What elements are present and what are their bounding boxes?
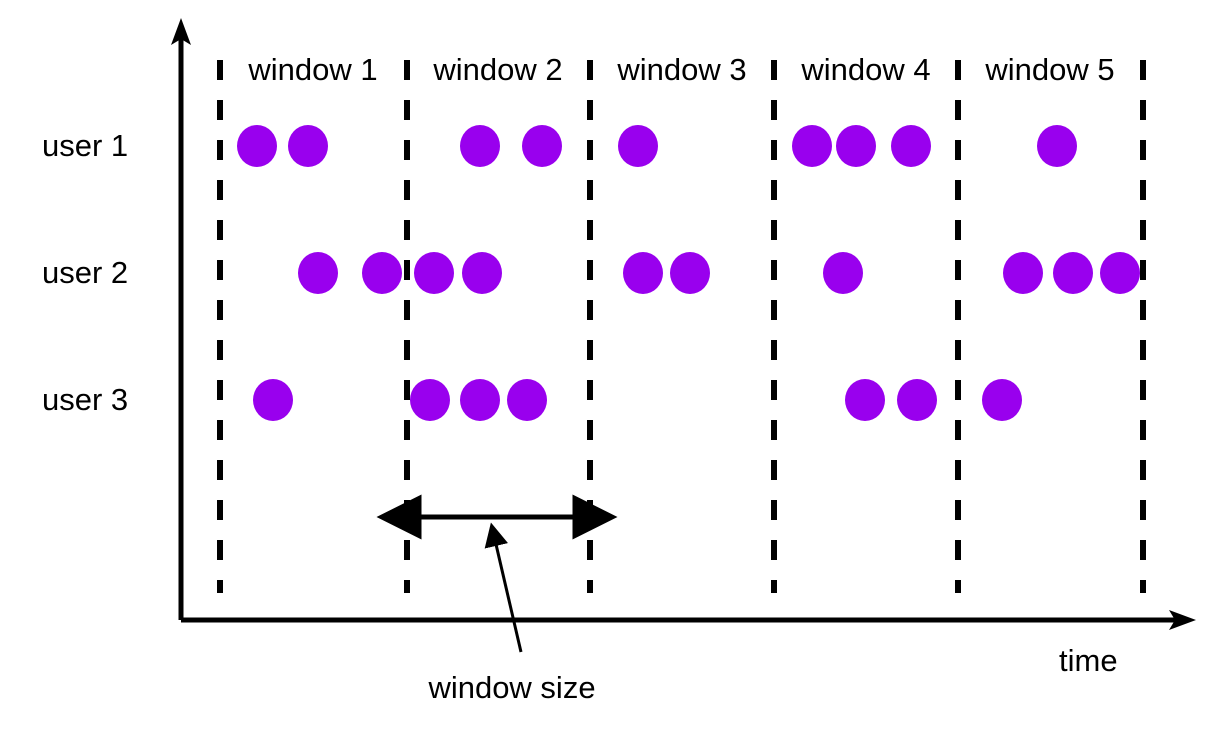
event-dot <box>362 252 402 294</box>
event-dot <box>845 379 885 421</box>
event-dot <box>462 252 502 294</box>
window-size-leader-line <box>484 522 523 653</box>
window-boundaries-group <box>217 60 1146 593</box>
event-dot <box>298 252 338 294</box>
event-dot <box>670 252 710 294</box>
event-dot <box>522 125 562 167</box>
window-label-5: window 5 <box>985 52 1115 87</box>
window-label-1: window 1 <box>248 52 378 87</box>
event-dot <box>460 125 500 167</box>
window-label-2: window 2 <box>433 52 563 87</box>
event-dot <box>288 125 328 167</box>
window-size-annotation <box>376 494 618 653</box>
event-dot <box>507 379 547 421</box>
event-dot <box>1037 125 1077 167</box>
event-dot <box>414 252 454 294</box>
window-label-4: window 4 <box>801 52 931 87</box>
event-dot <box>1053 252 1093 294</box>
event-dot <box>1100 252 1140 294</box>
event-dot <box>982 379 1022 421</box>
event-dot <box>792 125 832 167</box>
event-dot <box>1003 252 1043 294</box>
event-dot <box>891 125 931 167</box>
event-dot <box>253 379 293 421</box>
row-label-user-2: user 2 <box>42 255 129 290</box>
event-dot <box>410 379 450 421</box>
x-axis-arrowhead <box>1169 610 1196 630</box>
event-dot <box>623 252 663 294</box>
row-label-user-1: user 1 <box>42 128 129 163</box>
y-axis-arrowhead <box>171 18 191 45</box>
event-dot <box>823 252 863 294</box>
x-axis-label: time <box>1059 643 1118 678</box>
event-dot <box>460 379 500 421</box>
event-dot <box>836 125 876 167</box>
event-dot <box>897 379 937 421</box>
event-dots-group <box>237 125 1140 421</box>
event-dot <box>618 125 658 167</box>
window-label-3: window 3 <box>617 52 747 87</box>
window-size-label: window size <box>428 670 596 705</box>
row-label-user-3: user 3 <box>42 382 129 417</box>
axes-group <box>171 18 1196 630</box>
event-dot <box>237 125 277 167</box>
